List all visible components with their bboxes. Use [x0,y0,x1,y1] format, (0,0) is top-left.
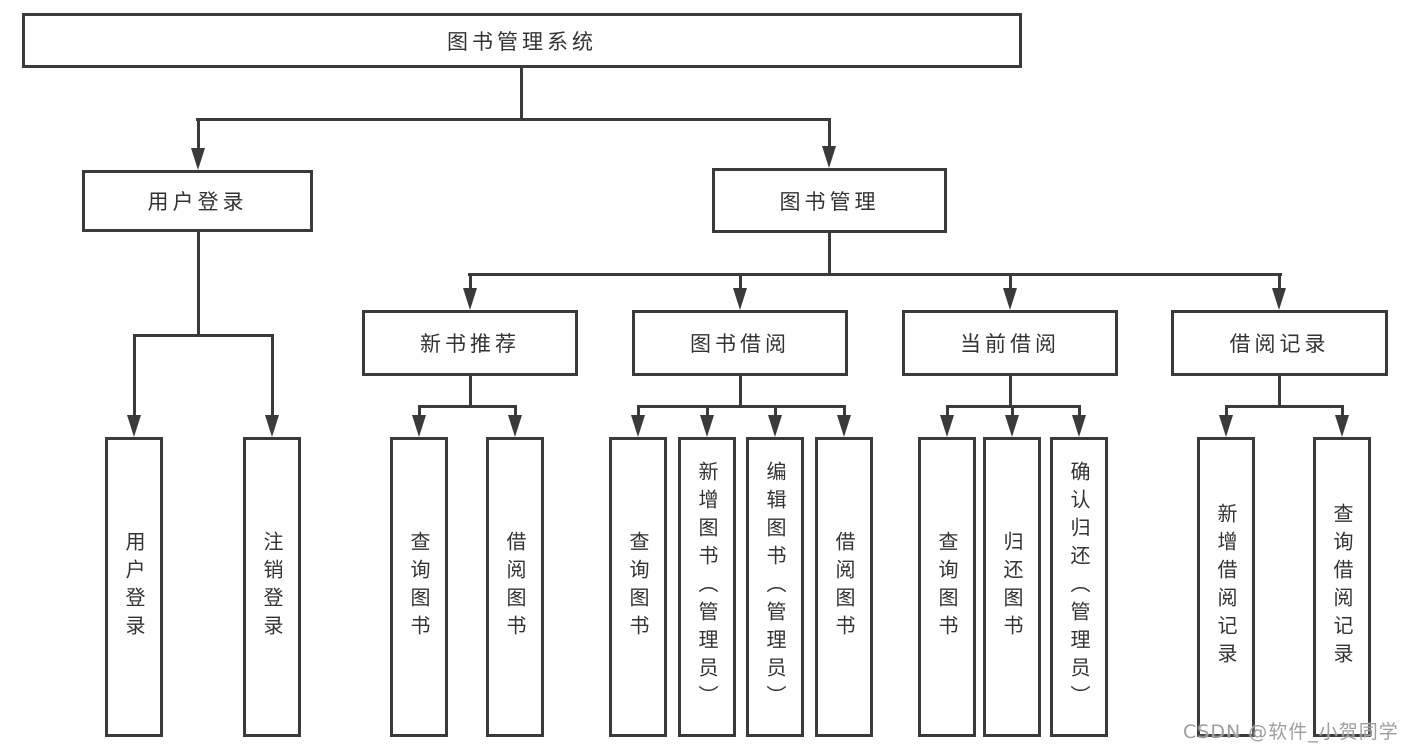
connector-level1-split [196,118,831,121]
leaf-query-book-current: 查询图书 [918,437,976,737]
node-user-login: 用户登录 [82,170,313,232]
connector-bb-child2 [706,405,709,417]
connector-to-current-borrow [1009,273,1012,290]
node-book-management: 图书管理 [712,168,947,233]
arrow-to-leaf-logout-icon [265,415,279,437]
connector-book-borrow-split [637,405,845,408]
arrow-to-book-mgmt-icon [822,146,836,168]
node-new-book-recommend: 新书推荐 [362,310,578,376]
arrow-to-user-login-icon [191,148,205,170]
arrow-to-book-borrow-icon [733,288,747,310]
arrow-cb-child1-icon [940,415,954,437]
arrow-to-new-book-icon [463,288,477,310]
connector-user-login-split [133,334,274,337]
arrow-cb-child3-icon [1072,415,1086,437]
arrow-nb-child2-icon [508,415,522,437]
node-root: 图书管理系统 [22,13,1022,68]
leaf-query-borrow-record: 查询借阅记录 [1313,437,1371,737]
connector-bb-child3 [774,405,777,417]
arrow-nb-child1-icon [412,415,426,437]
connector-nb-child1 [418,405,421,417]
connector-to-new-book [469,273,472,290]
connector-current-borrow-stem [1009,376,1012,407]
connector-level2-split [468,273,1282,276]
connector-borrow-records-split [1225,405,1343,408]
connector-root-stem [520,68,523,118]
leaf-borrow-book-recommend: 借阅图书 [486,437,544,737]
connector-cb-child3 [1078,405,1081,417]
connector-to-borrow-records [1278,273,1281,290]
connector-to-leaf-logout [271,334,274,417]
leaf-edit-book-admin: 编辑图书（管理员） [746,437,804,737]
node-current-borrow: 当前借阅 [902,310,1118,376]
arrow-bb-child3-icon [768,415,782,437]
leaf-add-book-admin: 新增图书（管理员） [678,437,736,737]
leaf-borrow-book: 借阅图书 [815,437,873,737]
leaf-user-login: 用户登录 [105,437,163,737]
arrow-cb-child2-icon [1005,415,1019,437]
connector-br-child1 [1225,405,1228,417]
connector-new-book-stem [469,376,472,407]
connector-book-borrow-stem [739,376,742,407]
arrow-br-child1-icon [1219,415,1233,437]
leaf-return-book: 归还图书 [983,437,1041,737]
connector-cb-child2 [1011,405,1014,417]
connector-bb-child4 [843,405,846,417]
connector-book-mgmt-stem [828,233,831,275]
leaf-confirm-return-admin: 确认归还（管理员） [1050,437,1108,737]
leaf-query-book-borrow: 查询图书 [609,437,667,737]
leaf-add-borrow-record: 新增借阅记录 [1197,437,1255,737]
arrow-bb-child2-icon [700,415,714,437]
connector-borrow-records-stem [1278,376,1281,407]
arrow-bb-child1-icon [631,415,645,437]
leaf-query-book-recommend: 查询图书 [390,437,448,737]
connector-new-book-split [418,405,517,408]
arrow-to-borrow-records-icon [1272,288,1286,310]
arrow-br-child2-icon [1335,415,1349,437]
connector-to-leaf-login [133,334,136,417]
arrow-bb-child4-icon [837,415,851,437]
connector-nb-child2 [514,405,517,417]
connector-user-login-stem [197,232,200,337]
arrow-to-current-borrow-icon [1003,288,1017,310]
connector-to-user-login [197,118,200,151]
csdn-watermark: CSDN @软件_小贺同学 [1183,721,1399,743]
arrow-to-leaf-login-icon [127,415,141,437]
leaf-logout: 注销登录 [243,437,301,737]
connector-bb-child1 [637,405,640,417]
node-book-borrow: 图书借阅 [632,310,848,376]
connector-cb-child1 [946,405,949,417]
connector-to-book-mgmt [828,118,831,149]
node-borrow-records: 借阅记录 [1171,310,1388,376]
connector-br-child2 [1341,405,1344,417]
connector-to-book-borrow [739,273,742,290]
